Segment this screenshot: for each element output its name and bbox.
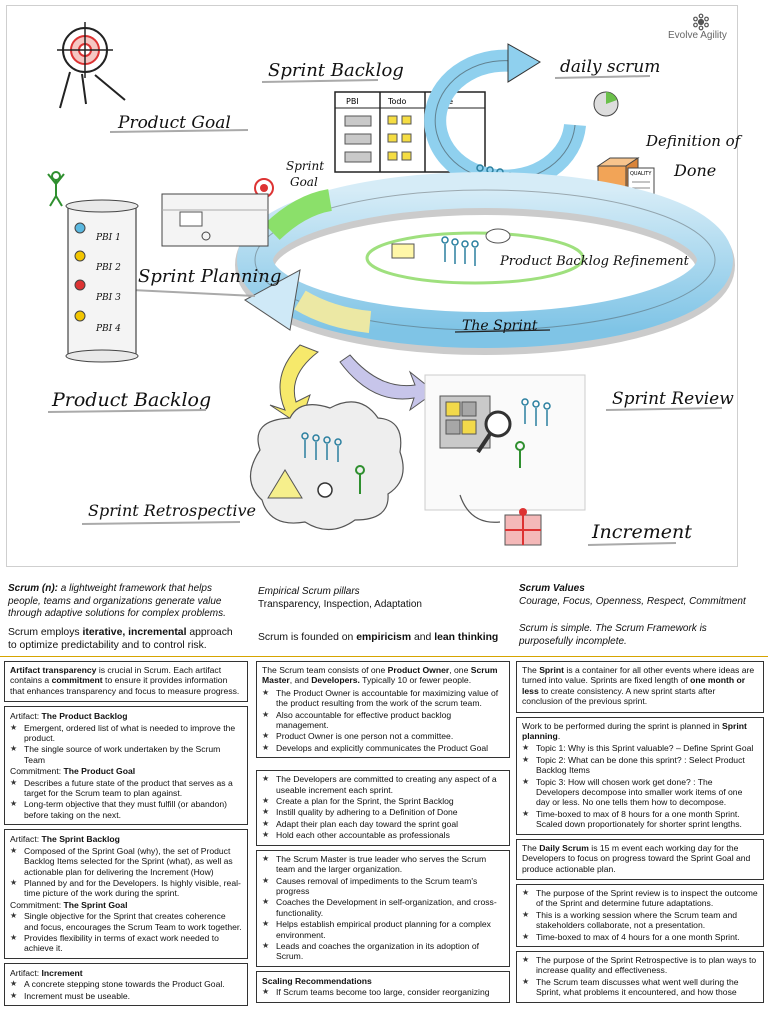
product-backlog-box: Artifact: The Product Backlog Emergent, … bbox=[4, 706, 248, 826]
artifacts-column: Artifact transparency is crucial in Scru… bbox=[4, 661, 248, 1010]
empirical-pillars: Empirical Scrum pillars Transparency, In… bbox=[258, 586, 503, 611]
arrow-to-review bbox=[339, 354, 436, 412]
list-item: The single source of work undertaken by … bbox=[10, 744, 242, 765]
section-divider bbox=[0, 656, 768, 657]
scrum-team-box: The Scrum team consists of one Product O… bbox=[256, 661, 510, 759]
sprint-retrospective-box: The purpose of the Sprint Retrospective … bbox=[516, 950, 764, 1003]
product-backlog-refinement-label: Product Backlog Refinement bbox=[499, 254, 690, 269]
list-item: The Developers are committed to creating… bbox=[262, 774, 504, 795]
sprint-review-scene bbox=[424, 374, 586, 511]
list-item: Create a plan for the Sprint, the Sprint… bbox=[262, 796, 504, 807]
list-item: The purpose of the Sprint Retrospective … bbox=[522, 955, 758, 976]
daily-scrum-label: daily scrum bbox=[560, 57, 660, 77]
list-item: Composed of the Sprint Goal (why), the s… bbox=[10, 846, 242, 877]
scrum-master-box: The Scrum Master is true leader who serv… bbox=[256, 849, 510, 967]
scrum-simple: Scrum is simple. The Scrum Framework is … bbox=[519, 623, 707, 647]
product-backlog-label: Product Backlog bbox=[51, 389, 211, 411]
values-title: Scrum Values bbox=[519, 583, 585, 594]
sprint-planning-room bbox=[161, 193, 269, 247]
list-item: Adapt their plan each day toward the spr… bbox=[262, 819, 504, 830]
list-item: Long-term objective that they must fulfi… bbox=[10, 799, 242, 820]
list-item: Topic 2: What can be done this sprint? :… bbox=[522, 755, 758, 776]
pillars-title: Empirical Scrum pillars bbox=[258, 586, 360, 597]
pillars-list: Transparency, Inspection, Adaptation bbox=[258, 598, 422, 610]
list-item: This is a working session where the Scru… bbox=[522, 910, 758, 931]
artifact-transparency-box: Artifact transparency is crucial in Scru… bbox=[4, 661, 248, 703]
list-item: Time-boxed to max of 8 hours for a one m… bbox=[522, 809, 758, 830]
pbi-1-label: PBI 1 bbox=[95, 233, 121, 243]
daily-scrum-loop bbox=[424, 43, 586, 194]
person-cheering-icon bbox=[47, 171, 65, 207]
scrum-diagram: Product Goal Sprint Backlog PBI Todo Don… bbox=[47, 13, 743, 546]
developers-box: The Developers are committed to creating… bbox=[256, 770, 510, 846]
sprint-box: The Sprint is a container for all other … bbox=[516, 661, 764, 713]
list-item: The Product Owner is accountable for max… bbox=[262, 688, 504, 709]
list-item: Single objective for the Sprint that cre… bbox=[10, 911, 242, 932]
list-item: Topic 1: Why is this Sprint valuable? – … bbox=[522, 743, 758, 754]
increment-gift-icon bbox=[504, 508, 542, 546]
definition-of-done-label-2: Done bbox=[673, 161, 716, 180]
board-pbi-header: PBI bbox=[346, 97, 359, 106]
list-item: Product Owner is one person not a commit… bbox=[262, 731, 504, 742]
list-item: Instill quality by adhering to a Definit… bbox=[262, 807, 504, 818]
list-item: Helps establish empirical product planni… bbox=[262, 919, 504, 940]
list-item: Causes removal of impediments to the Scr… bbox=[262, 876, 504, 897]
scrum-approach: Scrum employs iterative, incremental app… bbox=[8, 627, 233, 651]
sprint-goal-label-1: Sprint bbox=[286, 159, 324, 173]
values-list: Courage, Focus, Openness, Respect, Commi… bbox=[519, 595, 746, 607]
scrum-definition: Scrum (n): a lightweight framework that … bbox=[8, 583, 244, 621]
list-item: Topic 3: How will chosen work get done? … bbox=[522, 777, 758, 808]
product-goal-target-icon bbox=[57, 22, 126, 109]
pbi-2-label: PBI 2 bbox=[95, 263, 121, 273]
sprint-backlog-box: Artifact: The Sprint Backlog Composed of… bbox=[4, 829, 248, 959]
quality-label: QUALITY bbox=[630, 171, 652, 177]
list-item: The purpose of the Sprint review is to i… bbox=[522, 888, 758, 909]
scrum-founded: Scrum is founded on empiricism and lean … bbox=[258, 632, 499, 643]
list-item: Time-boxed to max of 4 hours for a one m… bbox=[522, 932, 758, 943]
list-item: The Scrum team discusses what went well … bbox=[522, 977, 758, 998]
list-item: Coaches the Development in self-organiza… bbox=[262, 897, 504, 918]
list-item: Hold each other accountable as professio… bbox=[262, 830, 504, 841]
product-goal-label: Product Goal bbox=[117, 113, 231, 133]
sprint-planning-label: Sprint Planning bbox=[138, 266, 281, 287]
board-todo-header: Todo bbox=[387, 97, 407, 106]
product-backlog-scroll bbox=[65, 199, 139, 363]
list-item: Increment must be useable. bbox=[10, 991, 242, 1002]
events-column: The Sprint is a container for all other … bbox=[516, 661, 764, 1007]
scrum-values: Scrum Values Courage, Focus, Openness, R… bbox=[519, 583, 764, 608]
scaling-title: Scaling Recommendations bbox=[262, 975, 372, 986]
sprint-backlog-label: Sprint Backlog bbox=[268, 60, 404, 81]
clock-icon bbox=[593, 91, 619, 117]
scaling-box: Scaling Recommendations If Scrum teams b… bbox=[256, 970, 510, 1003]
list-item: Also accountable for effective product b… bbox=[262, 710, 504, 731]
list-item: Develops and explicitly communicates the… bbox=[262, 743, 504, 754]
scrum-definition-term: Scrum (n): bbox=[8, 583, 58, 594]
pbi-4-label: PBI 4 bbox=[95, 324, 121, 334]
list-item: A concrete stepping stone towards the Pr… bbox=[10, 979, 242, 990]
list-item: Emergent, ordered list of what is needed… bbox=[10, 723, 242, 744]
list-item: Provides flexibility in terms of exact w… bbox=[10, 933, 242, 954]
the-sprint-label: The Sprint bbox=[462, 318, 538, 334]
list-item: If Scrum teams become too large, conside… bbox=[262, 987, 504, 998]
sprint-review-label: Sprint Review bbox=[612, 389, 734, 409]
list-item: The Scrum Master is true leader who serv… bbox=[262, 854, 504, 875]
daily-scrum-box: The Daily Scrum is 15 m event each worki… bbox=[516, 838, 764, 880]
sprint-retrospective-label: Sprint Retrospective bbox=[88, 501, 256, 520]
sprint-review-box: The purpose of the Sprint review is to i… bbox=[516, 883, 764, 947]
increment-label: Increment bbox=[591, 521, 692, 543]
sprint-retrospective-cloud bbox=[249, 401, 404, 531]
list-item: Leads and coaches the organization in it… bbox=[262, 941, 504, 962]
scrum-definition-text: a lightweight framework that helps peopl… bbox=[8, 583, 226, 619]
list-item: Planned by and for the Developers. Is hi… bbox=[10, 878, 242, 899]
evolve-agility-logo-icon bbox=[693, 13, 709, 31]
roles-column: The Scrum team consists of one Product O… bbox=[256, 661, 510, 1007]
increment-box: Artifact: Increment A concrete stepping … bbox=[4, 962, 248, 1006]
sprint-goal-label-2: Goal bbox=[290, 175, 318, 189]
list-item: Describes a future state of the product … bbox=[10, 778, 242, 799]
pbi-3-label: PBI 3 bbox=[95, 293, 121, 303]
definition-of-done-label-1: Definition of bbox=[645, 132, 743, 150]
evolve-agility-logo-text: Evolve Agility bbox=[668, 30, 727, 41]
sprint-cycle-ring bbox=[235, 172, 735, 355]
sprint-planning-box: Work to be performed during the sprint i… bbox=[516, 716, 764, 835]
